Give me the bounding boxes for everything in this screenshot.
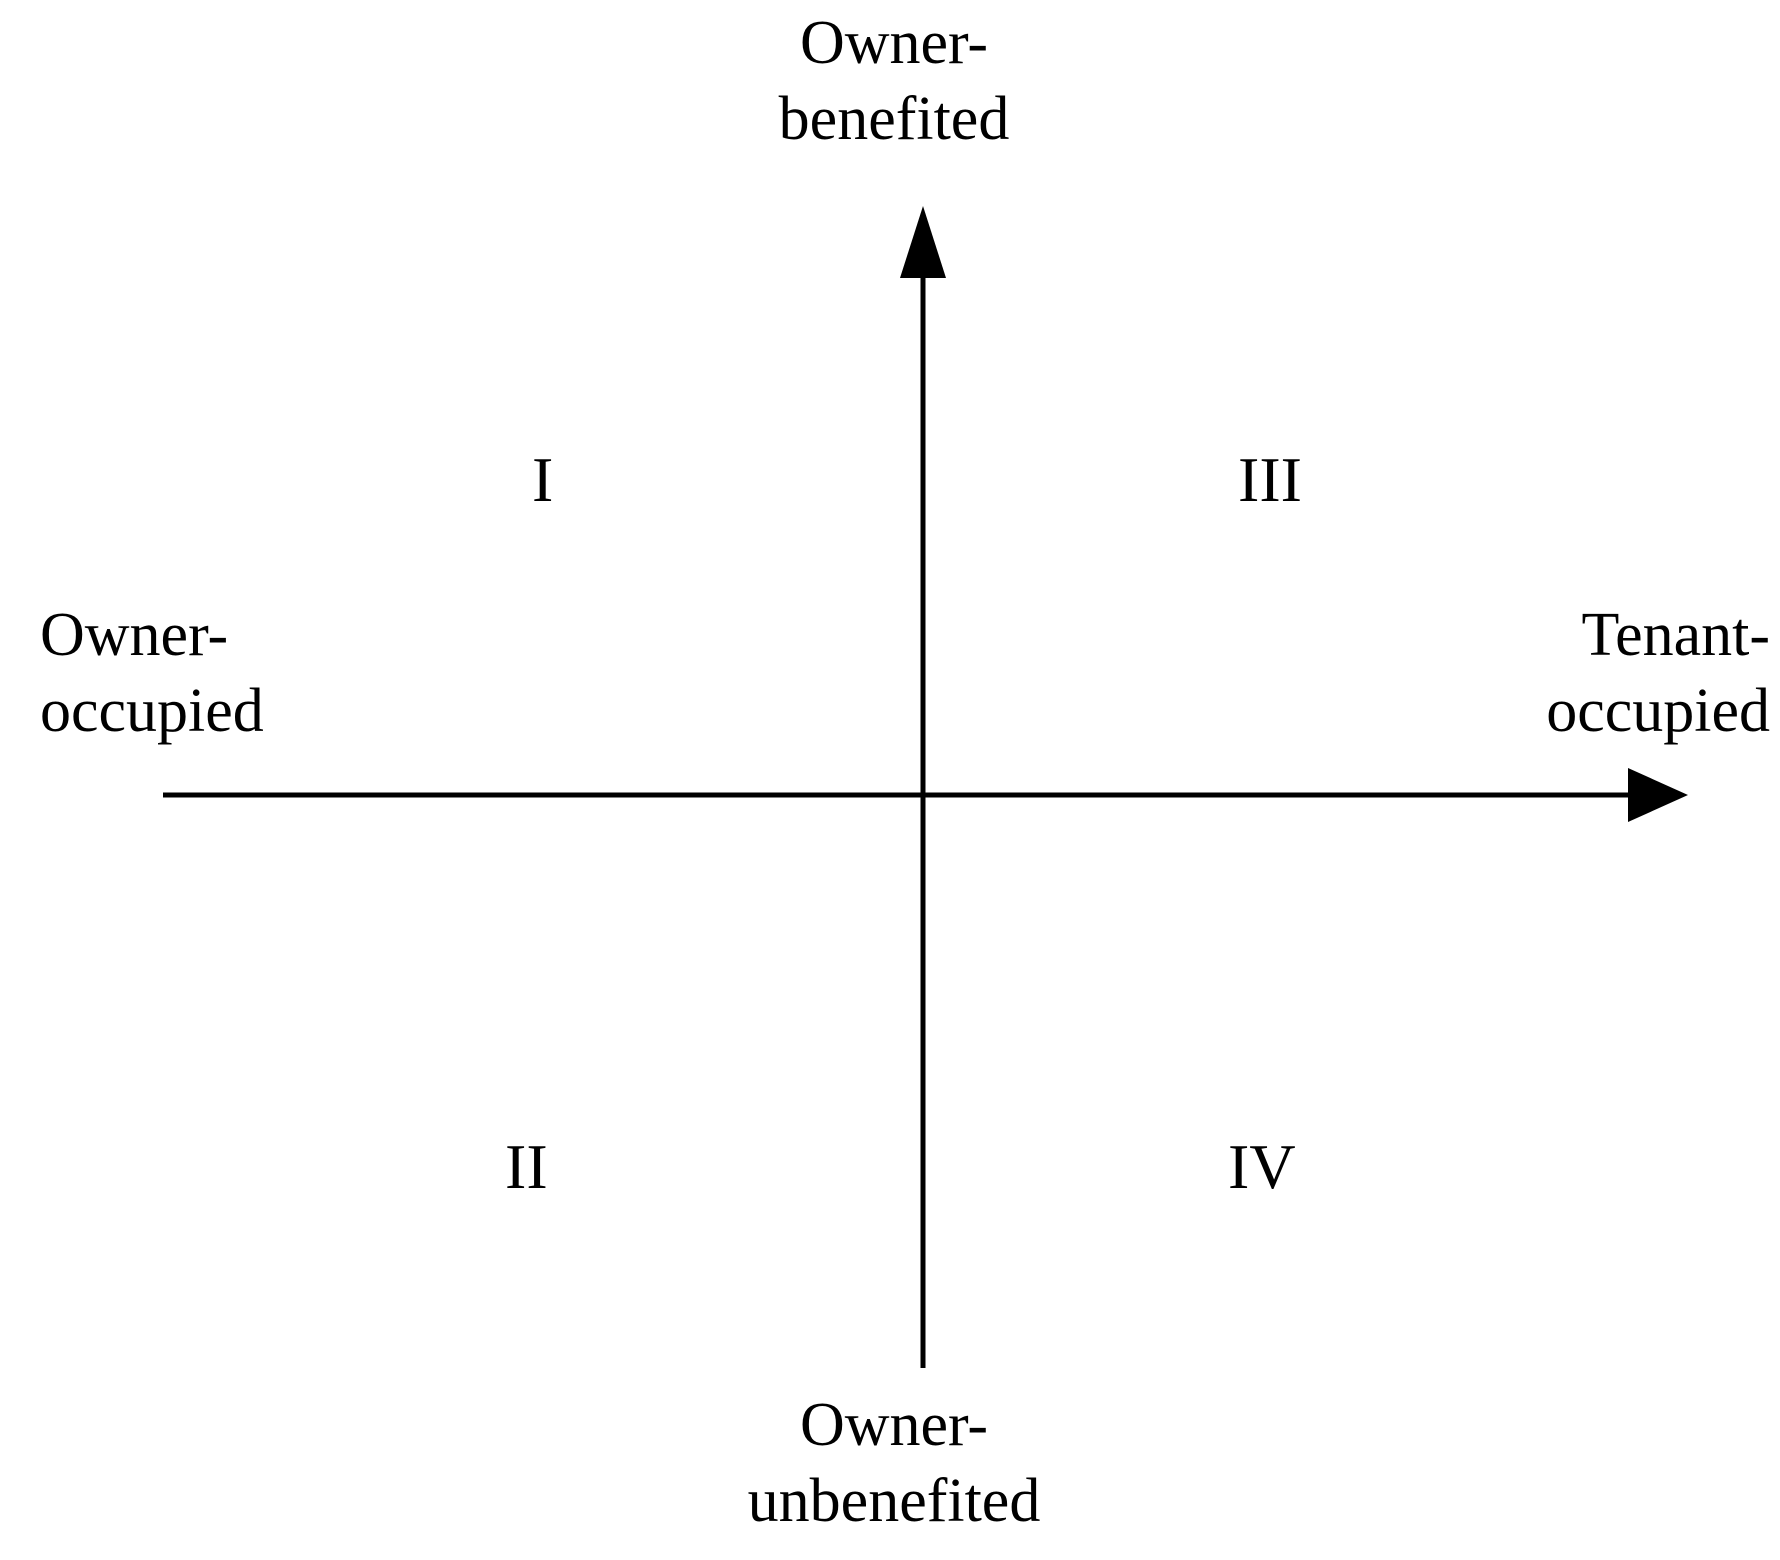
axis-label-owner-benefited-line2: benefited <box>778 84 1010 153</box>
axis-arrow-right-icon <box>1628 768 1688 822</box>
axis-label-owner-unbenefited-line2: unbenefited <box>747 1466 1041 1535</box>
axis-label-owner-unbenefited: Owner- unbenefited <box>0 1388 1780 1539</box>
axis-label-tenant-occupied-line2: occupied <box>1546 676 1770 745</box>
axis-label-tenant-occupied: Tenant- occupied <box>1546 598 1770 749</box>
axis-label-owner-benefited-line1: Owner- <box>799 9 989 77</box>
axis-label-owner-benefited: Owner- benefited <box>0 6 1780 157</box>
quadrant-label-iv: IV <box>1228 1131 1296 1202</box>
axis-label-tenant-occupied-line1: Tenant- <box>1581 601 1770 669</box>
quadrant-label-iii: III <box>1238 444 1302 515</box>
quadrant-label-i: I <box>532 444 554 515</box>
axis-label-owner-unbenefited-line1: Owner- <box>799 1391 989 1459</box>
axis-label-owner-occupied: Owner- occupied <box>40 598 264 749</box>
axis-label-owner-occupied-line1: Owner- <box>40 601 229 669</box>
axis-label-owner-occupied-line2: occupied <box>40 676 264 745</box>
axis-arrow-up-icon <box>900 206 946 278</box>
quadrant-label-ii: II <box>505 1131 548 1202</box>
